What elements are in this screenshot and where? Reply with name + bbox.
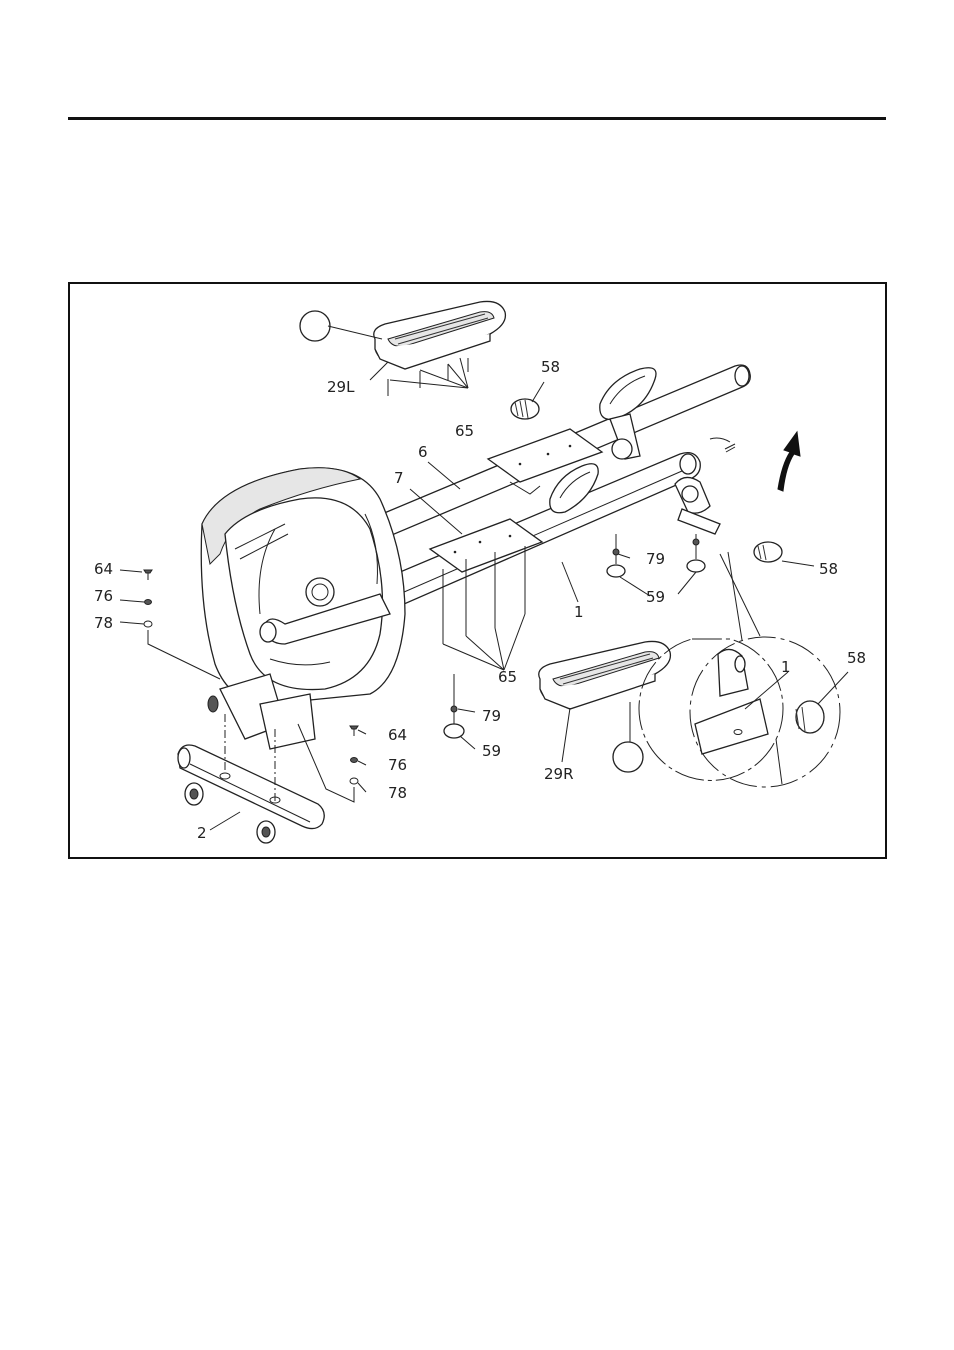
front-bar xyxy=(259,593,391,645)
part-labels: 29L 65 58 6 7 1 79 59 58 65 79 59 29R 1 … xyxy=(94,358,866,842)
label-29R: 29R xyxy=(544,765,574,783)
label-65-mid: 65 xyxy=(498,668,517,686)
assembly-diagram-frame: 29L 65 58 6 7 1 79 59 58 65 79 59 29R 1 … xyxy=(68,282,887,859)
label-78-left: 78 xyxy=(94,614,113,632)
label-1-detail: 1 xyxy=(781,658,791,676)
label-6: 6 xyxy=(418,443,428,461)
leveler-mid xyxy=(443,674,465,739)
end-cap-58-right xyxy=(753,541,783,563)
bolts-65-top xyxy=(387,358,469,396)
leader-lines xyxy=(119,325,849,831)
bolts-65-mid xyxy=(442,546,526,644)
leveler-right-b xyxy=(686,534,706,573)
label-59-mid: 59 xyxy=(482,742,501,760)
hardware-left xyxy=(143,569,226,772)
pedal-arm-lower xyxy=(549,463,599,514)
label-59-right: 59 xyxy=(646,588,665,606)
direction-arrow xyxy=(777,430,801,492)
label-7: 7 xyxy=(394,469,404,487)
front-stabilizer-part-2 xyxy=(177,744,325,844)
callout-circle-right xyxy=(612,741,644,773)
label-58-top: 58 xyxy=(541,358,560,376)
label-1: 1 xyxy=(574,603,584,621)
label-78-low: 78 xyxy=(388,784,407,802)
label-79-mid: 79 xyxy=(482,707,501,725)
end-cap-58-top xyxy=(510,398,540,420)
leveler-right-a xyxy=(606,534,626,578)
label-76-low: 76 xyxy=(388,756,407,774)
label-76-left: 76 xyxy=(94,587,113,605)
rear-pivot xyxy=(674,437,736,535)
pedal-arm-upper xyxy=(599,367,657,460)
hardware-low xyxy=(274,723,359,803)
header-rule xyxy=(68,117,886,120)
label-79-right: 79 xyxy=(646,550,665,568)
label-64-low: 64 xyxy=(388,726,407,744)
flywheel-housing xyxy=(200,467,406,705)
detail-view xyxy=(638,551,841,788)
assembly-diagram: 29L 65 58 6 7 1 79 59 58 65 79 59 29R 1 … xyxy=(94,300,866,844)
front-support xyxy=(207,673,316,750)
label-29L: 29L xyxy=(327,378,355,396)
callout-circle-left xyxy=(299,310,331,342)
plate-upper xyxy=(486,428,604,495)
foot-pedal-29L xyxy=(299,300,507,370)
foot-pedal-29R xyxy=(538,640,672,773)
label-58-right: 58 xyxy=(819,560,838,578)
label-58-detail: 58 xyxy=(847,649,866,667)
label-64-left: 64 xyxy=(94,560,113,578)
plate-lower xyxy=(428,518,544,573)
label-65-top: 65 xyxy=(455,422,474,440)
label-2: 2 xyxy=(197,824,207,842)
